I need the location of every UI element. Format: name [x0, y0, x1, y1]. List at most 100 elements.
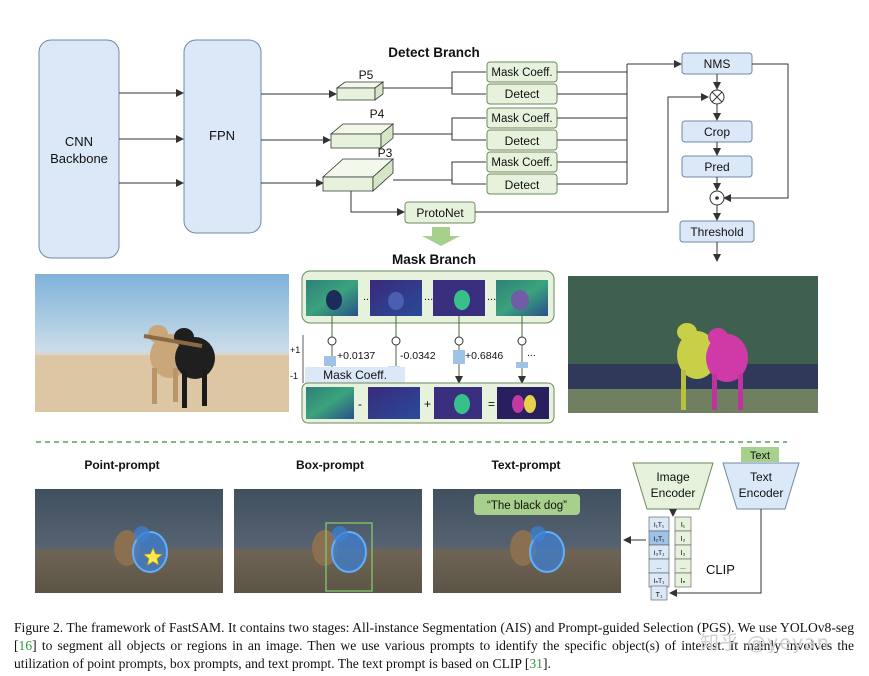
op-equals: =: [488, 397, 495, 411]
prototype-mask-3: [433, 280, 485, 316]
mask-coeff-label-p3: Mask Coeff.: [491, 157, 552, 169]
threshold-label: Threshold: [690, 225, 743, 239]
prototype-mask-4: [496, 280, 548, 316]
mask-branch-down-arrow: [422, 227, 460, 246]
image-encoder-block: [632, 462, 714, 510]
caption-part-3: ].: [542, 656, 551, 671]
text-encoder-label-1: Text: [750, 470, 773, 484]
matrix-image-label: Iₙ: [681, 578, 686, 585]
fastsam-diagram: CNN Backbone FPN Detect Branch P5 P4 P3 …: [35, 39, 818, 601]
point-prompt-title: Point-prompt: [84, 458, 159, 472]
combo-result-blob-2: [524, 395, 536, 413]
connector-p3-protonet: [350, 191, 405, 216]
caption-ref-16[interactable]: 16: [18, 638, 33, 653]
clip-label: CLIP: [706, 562, 735, 577]
connector-text-encoder-t1: [669, 509, 762, 597]
caption-part-2: ] to segment all objects or regions in a…: [14, 638, 854, 671]
detect-label-p5: Detect: [505, 87, 540, 101]
caption-part-1: Figure 2. The framework of FastSAM. It c…: [14, 620, 854, 653]
text-encoder-label-2: Encoder: [739, 486, 784, 500]
watermark: 知乎 @yeyan: [700, 632, 830, 654]
cnn-label: CNN: [65, 134, 93, 149]
fpn-block: [183, 39, 262, 234]
nms-label: NMS: [704, 57, 731, 71]
mask-coeff-label-p4: Mask Coeff.: [491, 113, 552, 125]
figure-caption: Figure 2. The framework of FastSAM. It c…: [14, 619, 854, 673]
combo-result-blob-1: [512, 395, 524, 413]
p5-label: P5: [359, 68, 374, 82]
text-query-badge: [474, 494, 580, 515]
dot-operator-icon: [709, 190, 725, 206]
prototype-mask-1: [306, 280, 358, 316]
matrix-image-label: I₂: [681, 536, 686, 543]
detect-branch-title: Detect Branch: [388, 45, 480, 60]
matrix-image-cell: [674, 572, 692, 588]
segmentation-output-image: [568, 276, 818, 413]
matrix-score-label: I₂T₁: [654, 536, 665, 543]
multiply-operator-icon: [709, 89, 725, 105]
matrix-score-label: I₃T₁: [654, 550, 665, 557]
scale-top-label: +1: [290, 345, 300, 355]
p4-label: P4: [370, 107, 385, 121]
combo-mask-2: [368, 387, 420, 419]
box-prompt-image: [234, 489, 422, 593]
prototype-mask-2: [370, 280, 422, 316]
connector-nms-loop: [723, 63, 789, 202]
backbone-label: Backbone: [50, 151, 108, 166]
coeff-bar-4: [516, 362, 528, 368]
coeff-bar-1: [324, 356, 336, 366]
mask-coeff-label-p5: Mask Coeff.: [491, 67, 552, 79]
coeff-multiply-icons: [327, 336, 527, 346]
image-encoder-label-2: Encoder: [651, 486, 696, 500]
cnn-backbone-block: [38, 39, 120, 259]
matrix-image-label: I₁: [681, 522, 686, 529]
detect-label-p4: Detect: [505, 134, 540, 148]
scale-bottom-label: -1: [290, 371, 298, 381]
text-tag-label: Text: [750, 450, 770, 462]
combo-mask-1: [306, 387, 354, 419]
p5-feature-map: [335, 81, 385, 101]
text-prompt-title: Text-prompt: [491, 458, 560, 472]
op-plus: +: [424, 397, 431, 411]
protonet-label: ProtoNet: [416, 206, 464, 220]
ellipsis-3: ...: [487, 291, 496, 303]
caption-ref-31[interactable]: 31: [529, 656, 543, 671]
p3-label: P3: [378, 146, 393, 160]
mask-combination-panel: [301, 382, 555, 424]
point-prompt-star-icon: [143, 547, 163, 566]
point-prompt-image: [35, 489, 223, 593]
text-query-label: “The black dog”: [487, 500, 567, 512]
fpn-label: FPN: [209, 128, 235, 143]
connector-heads-collector: [557, 64, 628, 185]
text-tag-badge: [741, 447, 779, 462]
coeff-value-more: ...: [527, 347, 536, 359]
t1-label: T₁: [656, 592, 663, 599]
connector-p4-heads: [393, 117, 486, 141]
matrix-score-label: ...: [656, 564, 662, 571]
connector-p5-heads: [383, 71, 486, 95]
mask-coeff-band-label: Mask Coeff.: [323, 368, 387, 382]
mask-branch-panel: [301, 270, 555, 324]
matrix-score-label: IₙT₁: [654, 578, 665, 585]
matrix-image-label: I₃: [681, 550, 686, 557]
input-photo-dogs: [35, 274, 289, 412]
connector-p3-heads: [393, 161, 486, 185]
matrix-score-label: I₁T₁: [654, 522, 665, 529]
coeff-value-3: +0.6846: [465, 350, 503, 362]
head-group-p4: [486, 107, 558, 151]
coeff-value-2: -0.0342: [400, 350, 436, 362]
pred-label: Pred: [704, 160, 729, 174]
combo-mask-3-blob: [454, 394, 470, 414]
op-minus: -: [358, 397, 362, 411]
ellipsis-1: ...: [363, 291, 372, 303]
image-encoder-label-1: Image: [656, 470, 690, 484]
box-prompt-title: Box-prompt: [296, 458, 364, 472]
ellipsis-2: ...: [424, 291, 433, 303]
p4-feature-map: [329, 123, 395, 149]
mask-coeff-band: [305, 367, 405, 383]
clip-similarity-matrix: I₁T₁ I₁ I₂T₁ I₂ I₃T₁ I₃...... IₙT₁ Iₙ: [648, 516, 692, 588]
text-encoder-block: [722, 462, 800, 510]
p3-feature-map: [321, 158, 395, 192]
matrix-image-label: ...: [680, 564, 686, 571]
connector-protonet-postproc: [475, 93, 709, 213]
